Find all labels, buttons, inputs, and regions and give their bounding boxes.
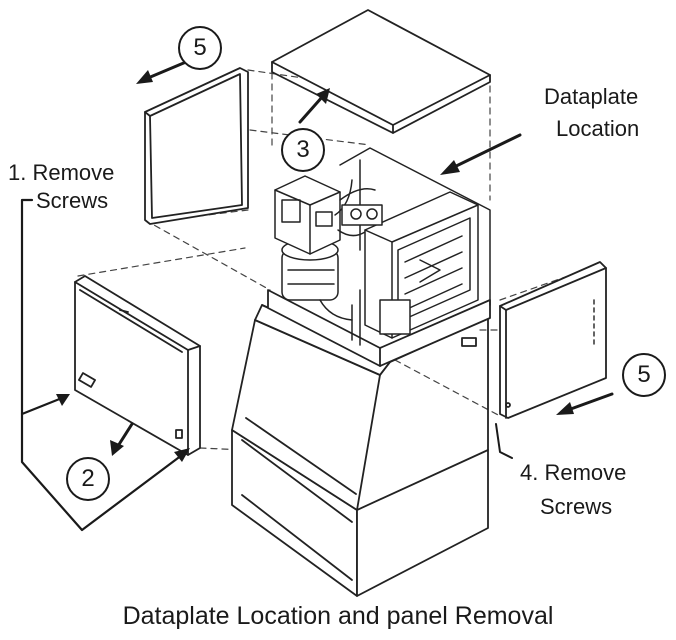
step-5-top-callout: 5 bbox=[178, 26, 222, 70]
dataplate-arrow bbox=[446, 133, 522, 172]
dataplate-location-label-line2: Location bbox=[556, 116, 640, 141]
arrows bbox=[110, 60, 614, 456]
step-2-callout: 2 bbox=[66, 457, 110, 501]
remove-screws-1-label-line1: 1. Remove bbox=[8, 160, 115, 185]
step-1-bracket bbox=[20, 198, 190, 532]
left-rear-panel bbox=[144, 67, 249, 225]
diagram-caption: Dataplate Location and panel Removal bbox=[122, 602, 554, 630]
step-5-top-arrow bbox=[146, 60, 188, 80]
step-3-arrow bbox=[298, 94, 325, 124]
front-panel bbox=[74, 275, 201, 456]
remove-screws-1-label-line2: Screws bbox=[36, 188, 109, 213]
step-4-leader bbox=[495, 423, 513, 459]
top-panel bbox=[271, 9, 491, 134]
remove-screws-4-label-line1: 4. Remove bbox=[520, 460, 627, 485]
machine-base bbox=[267, 289, 491, 367]
machine-components bbox=[274, 147, 491, 346]
step-5-right-arrow bbox=[566, 392, 614, 412]
right-side-panel bbox=[499, 261, 607, 419]
step-2-arrow bbox=[116, 422, 134, 448]
dataplate-location-label-line1: Dataplate bbox=[544, 84, 639, 109]
step-3-callout: 3 bbox=[281, 128, 325, 172]
step-5-right-callout: 5 bbox=[622, 353, 666, 397]
remove-screws-4-label-line2: Screws bbox=[540, 494, 613, 519]
